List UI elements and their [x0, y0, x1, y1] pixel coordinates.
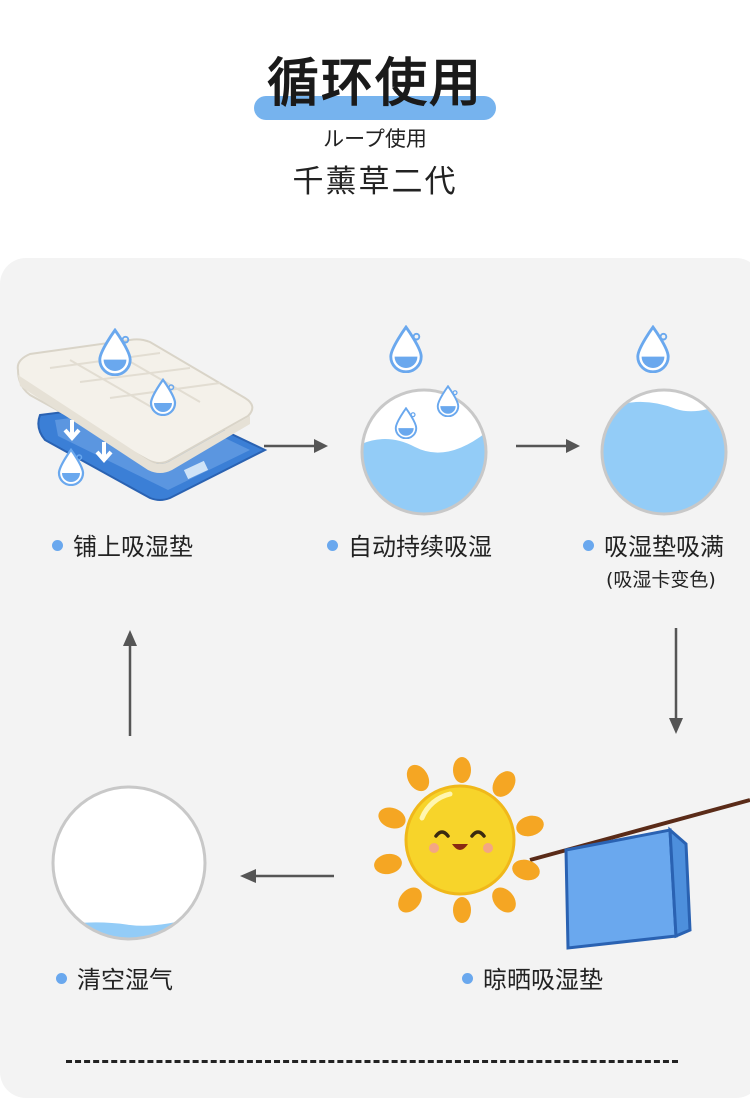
step-label-absorb: 自动持续吸湿 [327, 532, 492, 562]
mattress [16, 338, 254, 464]
step-label-full: 吸湿垫吸满 [583, 532, 724, 562]
page-title: 循环使用 [266, 54, 483, 114]
product-name: 千薰草二代 [292, 164, 458, 200]
water-drop-icon [57, 448, 85, 486]
arrow-left-icon [240, 869, 334, 883]
arrow-down-icon [669, 628, 683, 734]
step-note-card-color: (吸湿卡变色) [606, 569, 716, 591]
bullet-dot [462, 973, 473, 984]
title-underline-bar [254, 96, 496, 120]
bullet-dot [52, 540, 63, 551]
smiley-face-icon [429, 830, 493, 853]
step-label-lay-mat: 铺上吸湿垫 [52, 532, 193, 562]
water-drop-icon [98, 328, 132, 376]
bullet-dot [56, 973, 67, 984]
step-label-clear: 清空湿气 [56, 965, 173, 995]
water-drop-icon [389, 325, 423, 373]
arrow-up-icon [123, 630, 137, 736]
humidity-absorbing-circle [360, 325, 488, 516]
saturated-circle [600, 325, 728, 516]
mattress-illustration [16, 328, 268, 501]
empty-circle [51, 785, 207, 941]
sun-icon [374, 757, 544, 923]
dashed-divider [66, 1060, 678, 1063]
bullet-dot [583, 540, 594, 551]
water-drop-icon [636, 325, 670, 373]
arrow-right-icon [264, 439, 328, 453]
hanging-mat [564, 828, 678, 950]
page-subtitle: ループ使用 [323, 127, 427, 151]
bullet-dot [327, 540, 338, 551]
step-label-dry: 晾晒吸湿垫 [462, 965, 603, 995]
arrow-right-icon [516, 439, 580, 453]
sun-drying-illustration [374, 757, 750, 950]
